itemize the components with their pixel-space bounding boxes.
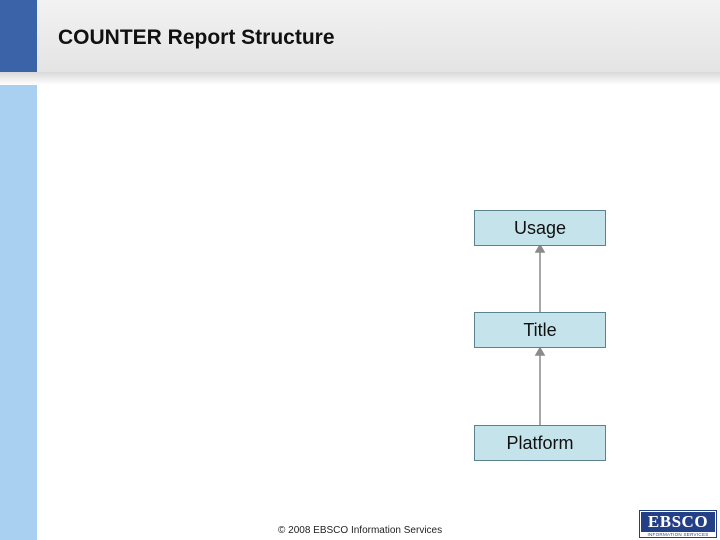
slide-title: COUNTER Report Structure: [58, 26, 335, 49]
node-platform: Platform: [474, 425, 606, 461]
footer-copyright: © 2008 EBSCO Information Services: [278, 525, 443, 536]
ebsco-logo: EBSCO INFORMATION SERVICES: [639, 510, 717, 538]
left-accent-bar-top: [0, 0, 37, 72]
header-shadow: [0, 72, 720, 85]
node-usage: Usage: [474, 210, 606, 246]
node-title: Title: [474, 312, 606, 348]
logo-wordmark: EBSCO: [641, 512, 715, 532]
logo-tagline: INFORMATION SERVICES: [647, 532, 709, 537]
arrowhead-usage: [534, 243, 546, 253]
arrowhead-title: [534, 346, 546, 356]
left-accent-bar: [0, 0, 37, 540]
slide-header: [37, 0, 720, 72]
